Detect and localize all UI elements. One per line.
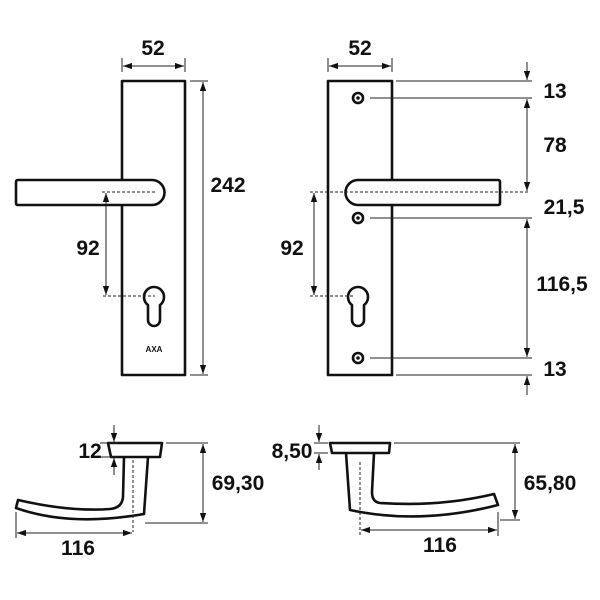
label-13-top: 13 — [543, 80, 566, 103]
right-keyhole — [346, 285, 370, 328]
label-21-5: 21,5 — [544, 196, 585, 219]
label-69-30: 69,30 — [212, 472, 265, 495]
left-handle-side-view: 12 69,30 116 — [14, 425, 265, 560]
label-12: 12 — [78, 440, 101, 463]
screw-hole-middle — [351, 211, 365, 225]
left-backplate — [120, 79, 187, 377]
label-92-left: 92 — [76, 237, 99, 260]
label-52-right: 52 — [348, 37, 371, 60]
label-65-80: 65,80 — [524, 472, 577, 495]
left-lever — [14, 178, 166, 207]
label-116-left: 116 — [61, 537, 95, 560]
label-13-bottom: 13 — [543, 358, 566, 381]
left-keyhole — [142, 285, 166, 328]
left-lever-side — [14, 456, 150, 521]
right-rose — [328, 441, 392, 455]
label-242: 242 — [210, 174, 245, 197]
right-handle-side-view: 8,50 65,80 116 — [272, 425, 577, 557]
right-lever-side — [344, 452, 500, 518]
label-78: 78 — [543, 134, 567, 157]
right-backplate — [326, 79, 394, 377]
label-8-50: 8,50 — [272, 440, 313, 463]
right-plate-view: 92 52 13 78 21,5 116,5 13 — [280, 37, 588, 395]
label-116-right: 116 — [423, 534, 457, 557]
left-plate-view: AXA 92 52 242 — [14, 37, 246, 377]
label-92-right: 92 — [280, 237, 303, 260]
left-rose — [106, 441, 164, 459]
brand-logo: AXA — [146, 345, 163, 354]
label-116-5: 116,5 — [536, 273, 588, 296]
screw-hole-top — [351, 91, 365, 105]
label-52-left: 52 — [141, 37, 164, 60]
screw-hole-bottom — [351, 351, 365, 365]
